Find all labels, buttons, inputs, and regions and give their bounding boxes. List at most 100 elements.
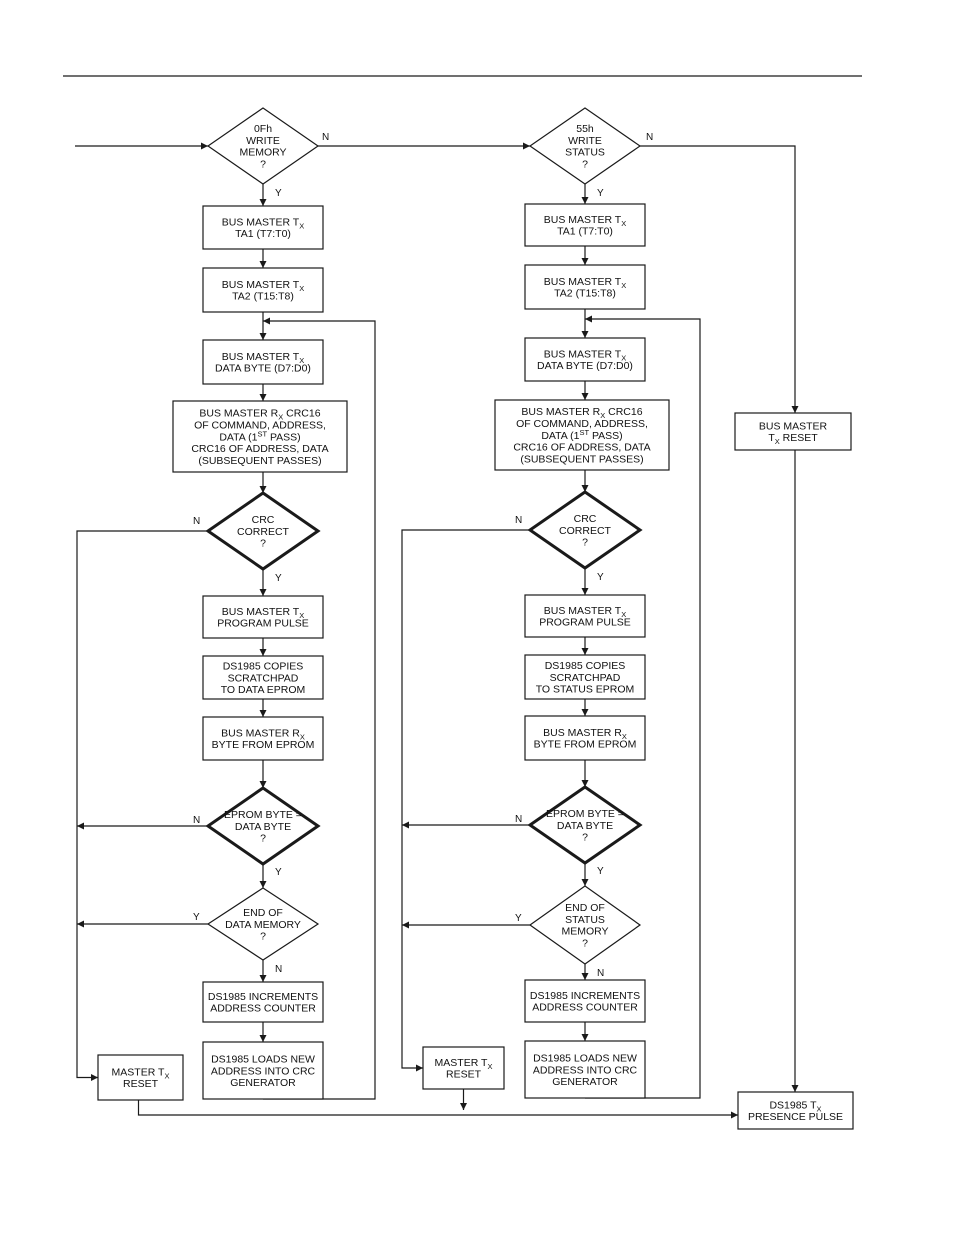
bus-master-reset-box-frame bbox=[734, 412, 852, 451]
status-eprom-decision-frame bbox=[527, 785, 643, 865]
connector-lines bbox=[75, 142, 799, 1119]
status-write-no-flag: N bbox=[646, 132, 653, 143]
status-eprom-yes-flag: Y bbox=[597, 866, 604, 877]
status-end-yes-flag: Y bbox=[515, 913, 522, 924]
memory-eprom-decision: EPROM BYTE =DATA BYTE? bbox=[205, 786, 321, 866]
memory-load-crc-box-frame bbox=[202, 1041, 324, 1100]
status-write-decision-frame bbox=[528, 107, 642, 185]
status-crc-decision-frame bbox=[527, 490, 643, 570]
status-data-byte-box-frame bbox=[524, 337, 646, 382]
memory-write-decision-frame bbox=[206, 107, 320, 185]
memory-eprom-yes-flag: Y bbox=[275, 867, 282, 878]
status-crc-no-flag: N bbox=[515, 515, 522, 526]
status-copy-box-frame bbox=[524, 654, 646, 700]
memory-copy-box-frame bbox=[202, 655, 324, 700]
memory-end-no-flag: N bbox=[275, 964, 282, 975]
memory-end-yes-flag: Y bbox=[193, 912, 200, 923]
status-increment-box-frame bbox=[524, 979, 646, 1023]
memory-data-byte-box-frame bbox=[202, 339, 324, 385]
status-eprom-decision: EPROM BYTE =DATA BYTE? bbox=[527, 785, 643, 865]
status-write-yes-flag: Y bbox=[597, 188, 604, 199]
status-end-decision-frame bbox=[528, 885, 642, 965]
memory-ta1-box-frame bbox=[202, 205, 324, 250]
status-ta2-box-frame bbox=[524, 264, 646, 310]
status-master-reset-box-frame bbox=[422, 1046, 505, 1090]
status-read-byte-box-frame bbox=[524, 715, 646, 761]
memory-read-byte-box-frame bbox=[202, 716, 324, 761]
status-load-crc-box-frame bbox=[524, 1040, 646, 1099]
memory-end-decision-frame bbox=[206, 887, 320, 961]
memory-eprom-decision-label: EPROM BYTE =DATA BYTE? bbox=[224, 809, 302, 845]
memory-write-yes-flag: Y bbox=[275, 188, 282, 199]
status-crc16-box-frame bbox=[494, 399, 670, 471]
status-crc-yes-flag: Y bbox=[597, 572, 604, 583]
memory-increment-box-frame bbox=[202, 981, 324, 1023]
memory-eprom-decision-frame bbox=[205, 786, 321, 866]
status-no-to-reset bbox=[640, 145, 799, 413]
memory-crc-yes-flag: Y bbox=[275, 573, 282, 584]
status-ta1-box-frame bbox=[524, 203, 646, 247]
memory-master-reset-box-frame bbox=[97, 1054, 184, 1101]
memory-eprom-no-flag: N bbox=[193, 815, 200, 826]
memory-crc-fail-path bbox=[76, 530, 208, 1081]
memory-crc-decision-frame bbox=[205, 491, 321, 571]
status-eprom-decision-label: EPROM BYTE =DATA BYTE? bbox=[546, 808, 624, 844]
memory-program-pulse-box-frame bbox=[202, 595, 324, 639]
presence-pulse-box-frame bbox=[737, 1091, 854, 1130]
status-eprom-no-flag: N bbox=[515, 814, 522, 825]
memory-write-no-flag: N bbox=[322, 132, 329, 143]
